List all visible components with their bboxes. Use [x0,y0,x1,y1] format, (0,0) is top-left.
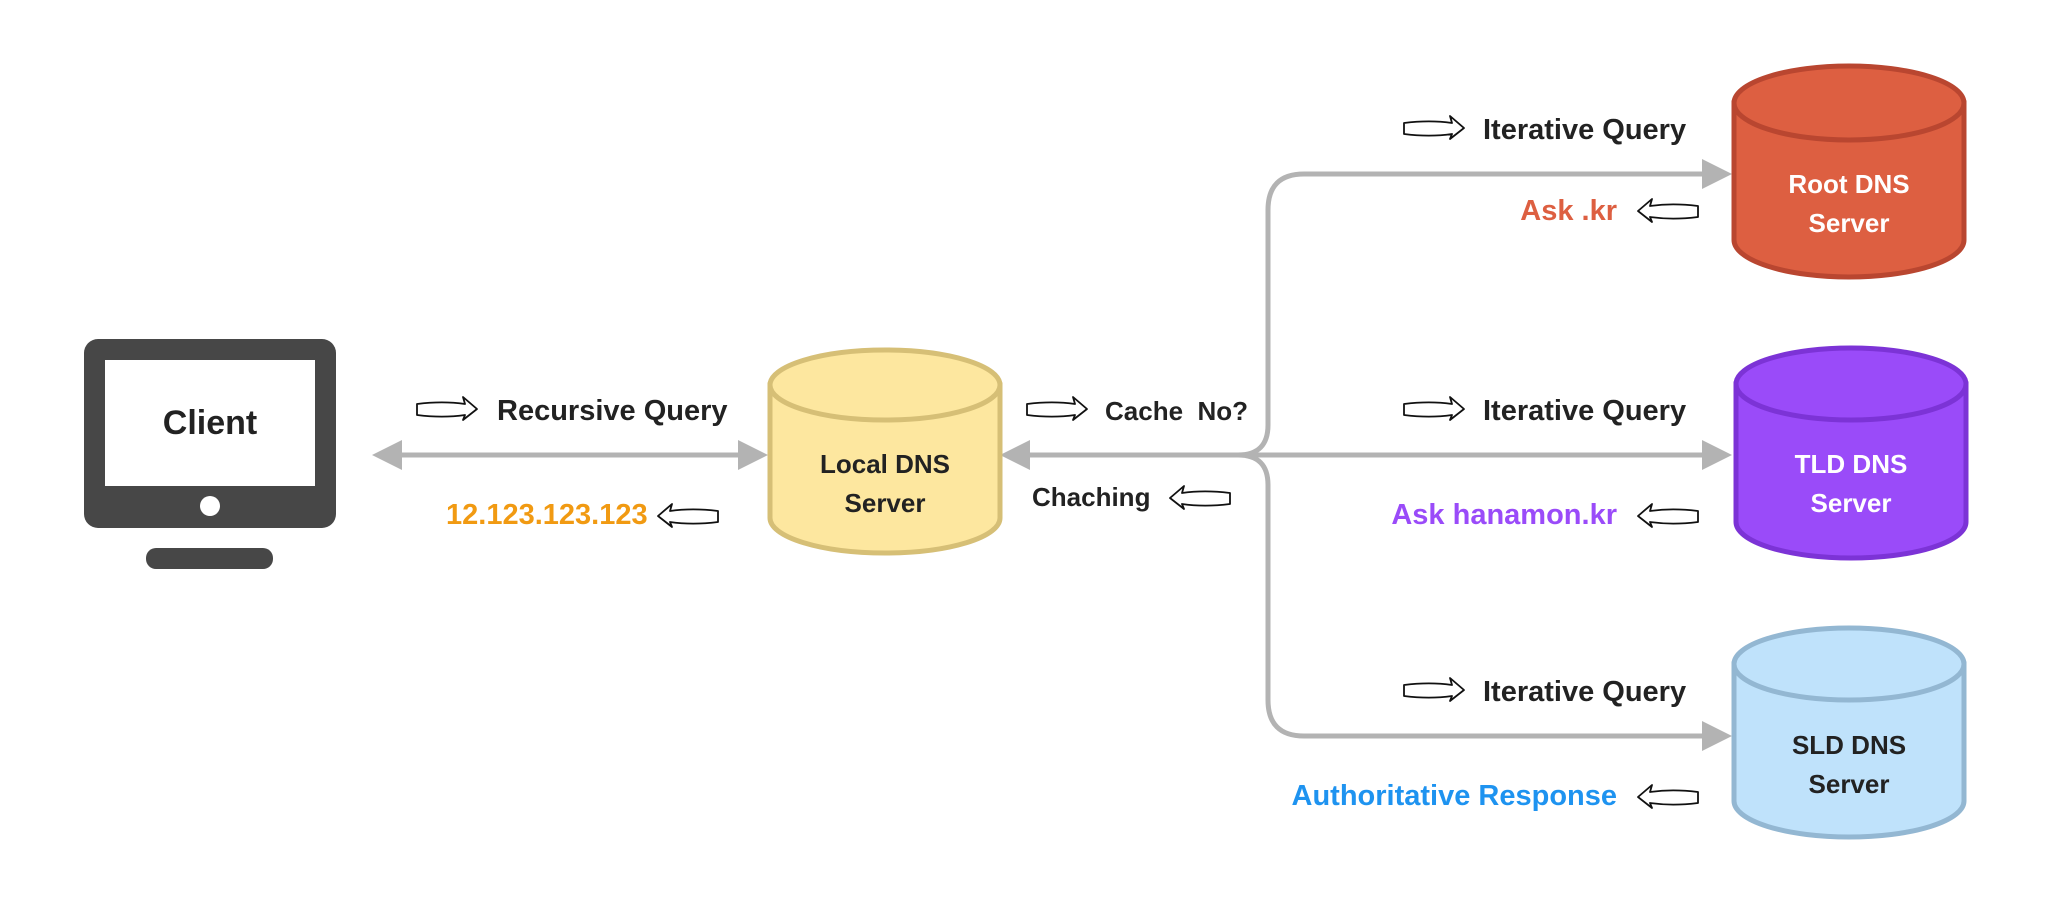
tld-query-label: Iterative Query [1483,395,1686,427]
caching-label: Chaching [1032,482,1150,512]
local-dns-label-line2: Server [845,488,926,518]
sld-response-label: Authoritative Response [1292,780,1618,812]
client-label: Client [163,404,257,442]
request-arrow-icon [1403,115,1465,140]
sld-dns-label-line1: SLD DNS [1792,730,1906,760]
root-query-label: Iterative Query [1483,114,1686,146]
request-arrow-icon [1403,677,1465,702]
request-arrow-icon [1403,396,1465,421]
recursive-response-label: 12.123.123.123 [446,499,648,531]
root-dns-label-line1: Root DNS [1788,169,1909,199]
tld-dns-label-line1: TLD DNS [1795,449,1908,479]
response-arrow-icon [1169,485,1231,510]
client-node: Client [84,339,336,569]
cache-check-label: Cache No? [1105,396,1248,426]
monitor-icon [84,339,336,569]
local-sld-connector [1237,452,1732,751]
local-dns-server: Local DNS Server [767,347,1003,556]
recursive-query-label: Recursive Query [497,395,728,427]
response-arrow-icon [1637,784,1699,809]
sld-query-label: Iterative Query [1483,676,1686,708]
root-response-label: Ask .kr [1520,195,1617,227]
tld-dns-label-line2: Server [1811,488,1892,518]
sld-dns-label-line2: Server [1809,769,1890,799]
sld-dns-server: SLD DNS Server [1731,625,1967,840]
root-dns-label-line2: Server [1809,208,1890,238]
local-dns-label-line1: Local DNS [820,449,950,479]
local-root-connector [1237,159,1732,458]
tld-response-label: Ask hanamon.kr [1391,499,1617,531]
root-dns-server: Root DNS Server [1731,63,1967,280]
request-arrow-icon [416,396,478,421]
response-arrow-icon [657,503,719,528]
request-arrow-icon [1026,396,1088,421]
tld-dns-server: TLD DNS Server [1733,345,1969,561]
response-arrow-icon [1637,198,1699,223]
response-arrow-icon [1637,503,1699,528]
